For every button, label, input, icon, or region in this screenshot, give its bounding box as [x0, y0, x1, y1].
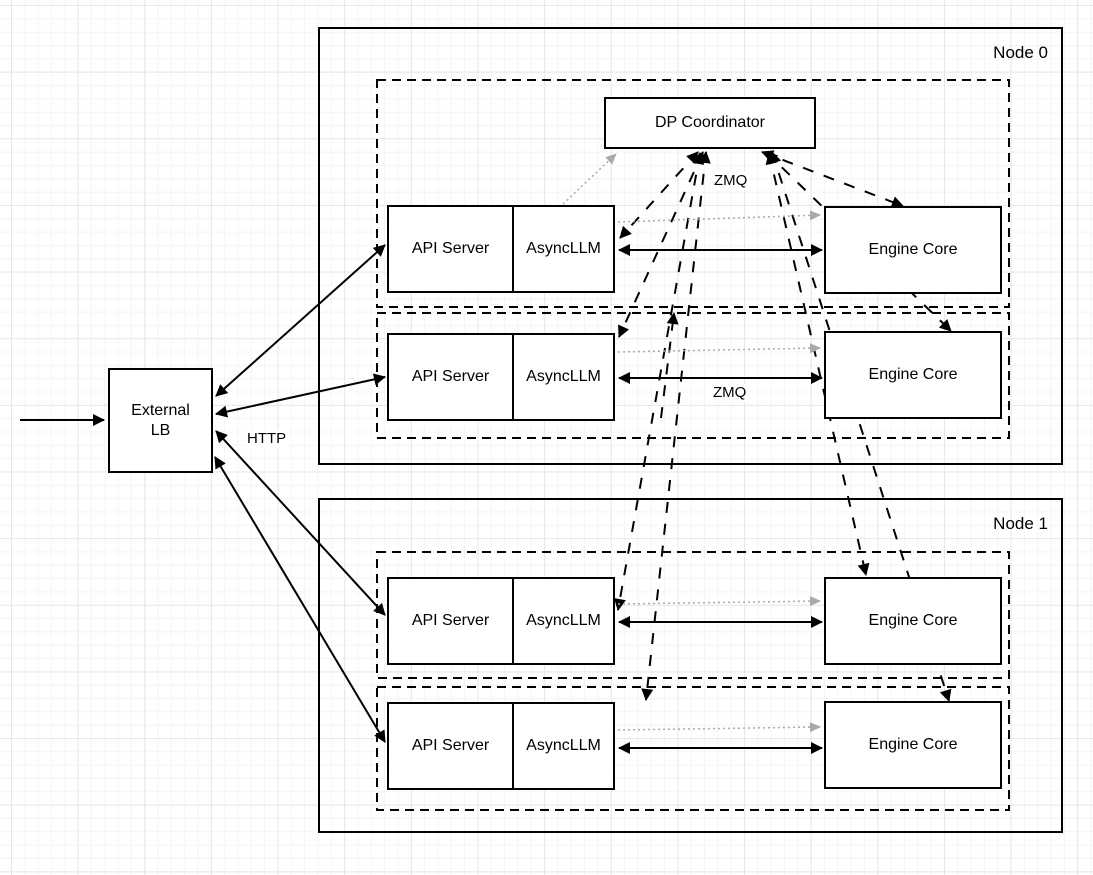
api-server-cell: API Server	[389, 704, 514, 788]
engine-core-box-3: Engine Core	[824, 701, 1002, 789]
dp-coordinator-box: DP Coordinator	[604, 97, 816, 149]
coord-engine0-edge	[761, 150, 904, 208]
lb-api-arrow-1	[215, 373, 386, 418]
coord-async1-edge	[618, 151, 704, 338]
asyncllm-cell: AsyncLLM	[514, 579, 613, 663]
asyncllm-cell: AsyncLLM	[514, 207, 613, 291]
api-async-box-0: API Server AsyncLLM	[387, 205, 615, 293]
lb-api-arrow-3	[214, 456, 386, 743]
api-server-label: API Server	[411, 612, 490, 629]
engine-core-label: Engine Core	[868, 366, 958, 383]
engine-core-label: Engine Core	[868, 241, 958, 258]
async-engine-dotted-1	[617, 343, 821, 354]
async0-coord-dotted-edge	[562, 153, 617, 205]
zmq-label-engine: ZMQ	[711, 384, 749, 402]
http-label: HTTP	[245, 430, 289, 448]
asyncllm-cell: AsyncLLM	[514, 335, 613, 419]
api-server-label: API Server	[411, 240, 490, 257]
engine-core-box-0: Engine Core	[824, 206, 1002, 294]
engine-core-label: Engine Core	[868, 612, 958, 629]
zmq-solid-arrows	[618, 244, 823, 754]
api-server-label: API Server	[411, 368, 490, 385]
dp-coordinator-label: DP Coordinator	[655, 114, 765, 131]
coordinator-dashed-edges	[614, 150, 952, 702]
api-async-box-1: API Server AsyncLLM	[387, 333, 615, 421]
async-engine-dotted-2	[617, 596, 821, 607]
coord-async3-edge	[641, 151, 711, 701]
engine-core-label: Engine Core	[868, 736, 958, 753]
api-async-box-2: API Server AsyncLLM	[387, 577, 615, 665]
asyncllm-label: AsyncLLM	[526, 368, 601, 385]
node-0-label: Node 0	[993, 43, 1048, 62]
http-arrows	[20, 244, 386, 743]
api-server-cell: API Server	[389, 335, 514, 419]
asyncllm-cell: AsyncLLM	[514, 704, 613, 788]
asyncllm-label: AsyncLLM	[526, 737, 601, 754]
lb-api-arrow-2	[215, 430, 386, 616]
coord-async2-edge	[614, 152, 704, 611]
async-engine-dotted-3	[617, 722, 821, 733]
asyncllm-label: AsyncLLM	[526, 612, 601, 629]
node-1-label: Node 1	[993, 514, 1048, 533]
api-server-label: API Server	[411, 737, 490, 754]
async2-coord-return-edge	[660, 312, 679, 419]
zmq-label-coordinator: ZMQ	[712, 172, 750, 190]
dotted-edges	[562, 153, 821, 733]
api-server-cell: API Server	[389, 579, 514, 663]
asyncllm-label: AsyncLLM	[526, 240, 601, 257]
engine-core-box-1: Engine Core	[824, 331, 1002, 419]
api-async-box-3: API Server AsyncLLM	[387, 702, 615, 790]
async-engine-dotted-0	[617, 210, 821, 223]
external-lb-label: External LB	[131, 401, 190, 439]
external-lb-box: External LB	[108, 368, 213, 473]
coord-engine3-edge	[769, 151, 952, 702]
api-server-cell: API Server	[389, 207, 514, 291]
engine-core-box-2: Engine Core	[824, 577, 1002, 665]
lb-api-arrow-0	[215, 244, 386, 397]
